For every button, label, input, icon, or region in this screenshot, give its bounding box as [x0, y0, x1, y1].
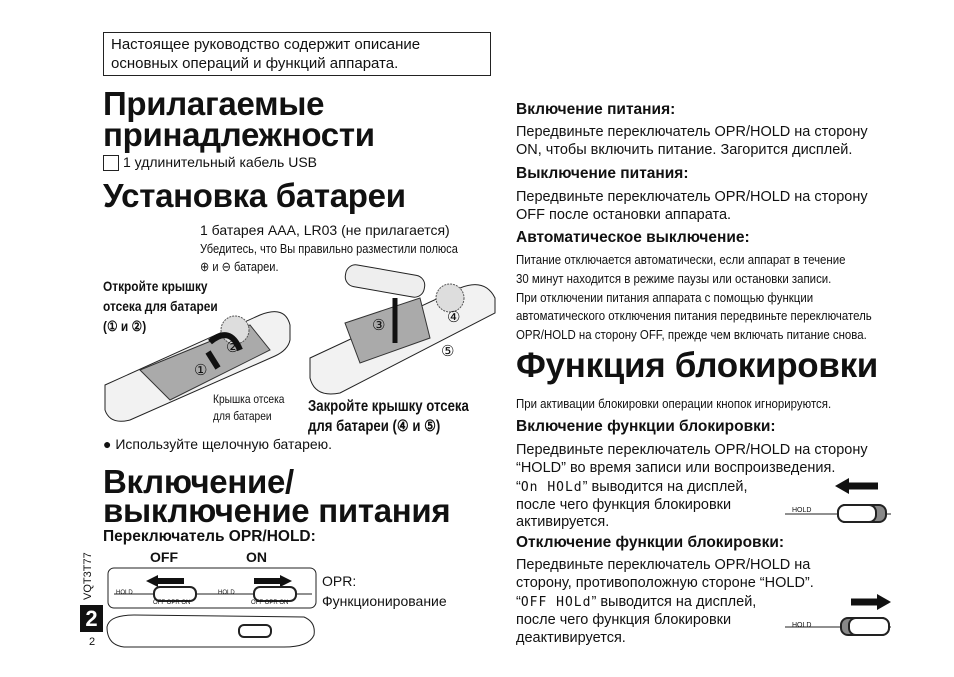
lock-off-title: Отключение функции блокировки: [516, 534, 785, 551]
open-cover-illustration [104, 311, 291, 422]
checkbox-icon [103, 155, 119, 171]
polarity-note: Убедитесь, что Вы правильно разместили п… [200, 241, 458, 256]
lock-on-text: активируется. [516, 514, 610, 530]
switch-illustration [106, 567, 317, 648]
on-label: ON [246, 549, 267, 565]
battery-type: 1 батарея AAA, LR03 (не прилагается) [200, 222, 450, 238]
power-off-text: Передвиньте переключатель OPR/HOLD на ст… [516, 189, 868, 205]
step-5: ⑤ [441, 343, 455, 360]
accessories-title: принадлежности [103, 116, 375, 153]
lock-on-text: Передвиньте переключатель OPR/HOLD на ст… [516, 442, 868, 458]
section-badge: 2 [80, 605, 103, 632]
step-4: ④ [447, 309, 461, 326]
switch-heading: Переключатель OPR/HOLD: [103, 528, 316, 545]
lock-off-display: “OFF HOLd” выводится на дисплей, [516, 594, 757, 610]
hold-mark: HOLD [792, 507, 812, 514]
lcd-text: OFF HOLd [520, 595, 592, 610]
hold-switch-on-icon [785, 478, 891, 523]
intro-note-box [103, 32, 491, 76]
minus-icon: ⊖ [221, 259, 231, 274]
doc-code: VQT3T77 [82, 552, 94, 600]
off-label: OFF [150, 549, 178, 565]
lock-on-title: Включение функции блокировки: [516, 418, 776, 435]
page-number: 2 [89, 636, 96, 648]
lock-on-text: “HOLD” во время записи или воспроизведен… [516, 460, 836, 476]
lock-off-text: Передвиньте переключатель OPR/HOLD на [516, 557, 811, 573]
polarity-battery: батареи. [233, 259, 279, 274]
lcd-text: On HOLd [520, 480, 583, 495]
lock-on-text: после чего функция блокировки [516, 497, 732, 513]
polarity-and: и [212, 259, 219, 274]
lock-off-text: сторону, противоположную стороне “HOLD”. [516, 575, 814, 591]
switch-marks: OFF OPR ON [251, 600, 289, 606]
battery-note: ● Используйте щелочную батарею. [103, 436, 333, 452]
power-on-text: Передвиньте переключатель OPR/HOLD на ст… [516, 124, 868, 140]
step-1: ① [194, 362, 208, 379]
power-on-title: Включение питания: [516, 101, 676, 118]
accessories-title: Прилагаемые [103, 85, 325, 122]
switch-marks: OFF OPR ON [153, 600, 191, 606]
power-title: выключение питания [103, 492, 451, 529]
intro-note-line: основных операций и функций аппарата. [111, 55, 399, 72]
hold-switch-off-icon [785, 594, 891, 636]
lock-off-text: после чего функция блокировки [516, 612, 732, 628]
hold-mark: HOLD [792, 622, 812, 629]
step-2: ② [226, 339, 240, 356]
power-on-text: ON, чтобы включить питание. Загорится ди… [516, 142, 853, 158]
auto-off-text: Питание отключается автоматически, если … [516, 252, 872, 343]
step-3: ③ [372, 317, 386, 334]
hold-mark: HOLD [116, 590, 133, 596]
opr-label: OPR: [322, 573, 357, 589]
lock-on-display: “On HOLd” выводится на дисплей, [516, 479, 748, 495]
close-cover-illustration [309, 264, 496, 395]
power-off-text: OFF после остановки аппарата. [516, 207, 732, 223]
lock-title: Функция блокировки [516, 346, 879, 385]
intro-note-line: Настоящее руководство содержит описание [111, 36, 421, 53]
hold-mark: HOLD [218, 590, 235, 596]
polarity-note-2: ⊕ и ⊖ батареи. [200, 259, 279, 275]
lock-intro: При активации блокировки операции кнопок… [516, 396, 832, 411]
accessory-item: 1 удлинительный кабель USB [123, 154, 318, 170]
lock-off-text: деактивируется. [516, 630, 626, 646]
plus-icon: ⊕ [200, 259, 210, 274]
auto-off-title: Автоматическое выключение: [516, 229, 750, 246]
power-off-title: Выключение питания: [516, 165, 689, 182]
opr-desc: Функционирование [322, 593, 447, 609]
battery-title: Установка батареи [103, 177, 406, 214]
power-title: Включение/ [103, 463, 294, 500]
